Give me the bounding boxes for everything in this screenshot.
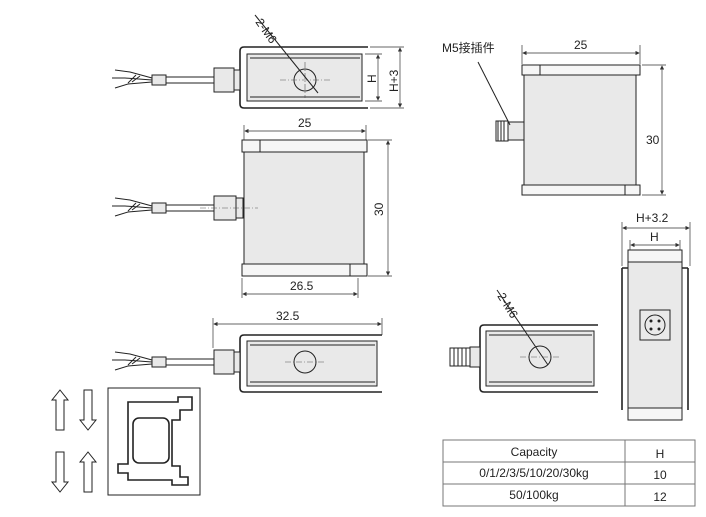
thread-label: 2-M6 [494, 290, 521, 321]
dim-length: 32.5 [276, 309, 300, 323]
load-direction-icons [50, 389, 98, 493]
dim-height: 30 [372, 202, 386, 216]
table-cell-capacity: 0/1/2/3/5/10/20/30kg [479, 466, 588, 480]
connector-nut-icon [639, 309, 671, 341]
table-cell-capacity: 50/100kg [509, 488, 558, 502]
dim-h-plus-3: H+3 [387, 69, 401, 92]
arrow-up-icon [50, 389, 70, 431]
table-cell-h: 12 [653, 490, 667, 504]
thread-label: 2-M6 [253, 16, 280, 47]
sensor-profile-icon [107, 387, 201, 496]
dim-h: H [365, 74, 379, 83]
end-view-sensor: H+3.2 H [621, 211, 691, 421]
dim-h: H [650, 230, 659, 244]
cable-gland [213, 349, 235, 375]
dim-width-top: 25 [298, 116, 312, 130]
dim-width: 25 [574, 38, 588, 52]
right-top-view-sensor: M5接插件 25 30 [442, 38, 666, 196]
right-side-view-sensor: 2-M6 [449, 289, 598, 393]
m5-connector-icon [449, 347, 471, 367]
table-cell-h: 10 [653, 468, 667, 482]
table-header-h: H [656, 447, 665, 461]
m5-connector-icon [495, 120, 509, 142]
side-view-sensor-lower: 32.5 [112, 309, 383, 393]
table-header-capacity: Capacity [511, 445, 558, 459]
arrow-down-icon [78, 389, 98, 431]
capacity-table: Capacity H 0/1/2/3/5/10/20/30kg 10 50/10… [442, 439, 696, 507]
top-view-sensor: 2-M6 H H+3 [112, 14, 404, 109]
cable-gland [213, 67, 235, 93]
arrow-down-icon [50, 451, 70, 493]
arrow-up-icon [78, 451, 98, 493]
dim-height: 30 [646, 133, 660, 147]
connector-label: M5接插件 [442, 40, 495, 55]
front-view-sensor: 25 30 26.5 [112, 116, 392, 298]
dim-h-plus-3-2: H+3.2 [636, 211, 669, 225]
dim-width-bottom: 26.5 [290, 279, 314, 293]
